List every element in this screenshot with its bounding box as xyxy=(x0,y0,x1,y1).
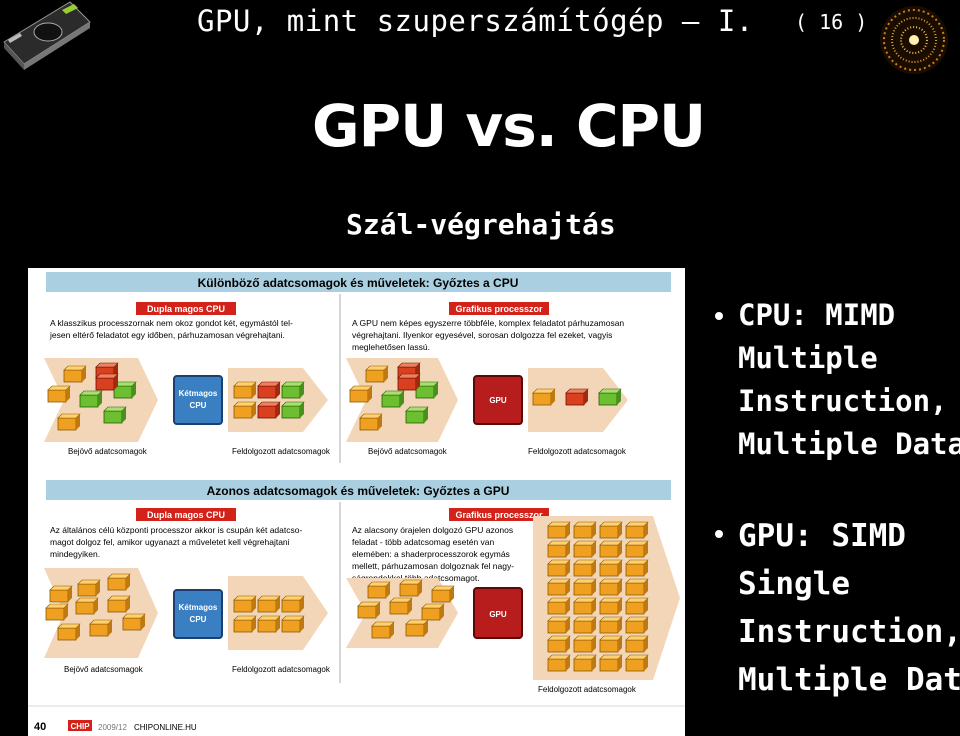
bl-processed: Feldolgozott adatcsomagok xyxy=(232,665,331,674)
processed-box xyxy=(547,597,571,615)
processed-box xyxy=(573,559,597,577)
bullet-1-line-1: CPU: MIMD xyxy=(738,298,896,332)
bullet-dot-icon xyxy=(715,312,723,320)
processed-box xyxy=(599,635,623,653)
br-text-3: elemében: a shaderprocesszorok egymás xyxy=(352,549,510,559)
br-processed: Feldolgozott adatcsomagok xyxy=(538,685,637,694)
br-text-2: feladat - több adatcsomag esetén van xyxy=(352,537,495,547)
footer-issue: 2009/12 xyxy=(98,723,127,732)
cpu-gpu-illustration: Különböző adatcsomagok és műveletek: Győ… xyxy=(28,268,685,736)
processed-box xyxy=(625,635,649,653)
br-header: Grafikus processzor xyxy=(455,510,543,520)
processed-box xyxy=(625,521,649,539)
processed-box xyxy=(625,616,649,634)
bullet-2-line-1: GPU: SIMD xyxy=(738,518,906,554)
processed-box xyxy=(599,521,623,539)
bullet-1-line-2: Multiple xyxy=(738,341,878,375)
processed-box xyxy=(599,616,623,634)
processed-box xyxy=(547,521,571,539)
processed-box xyxy=(573,540,597,558)
tr-processed: Feldolgozott adatcsomagok xyxy=(528,447,627,456)
processed-box xyxy=(625,540,649,558)
processed-box xyxy=(547,654,571,672)
processed-box xyxy=(547,616,571,634)
tl-processed: Feldolgozott adatcsomagok xyxy=(232,447,331,456)
bl-text-2: magot dolgoz fel, amikor ugyanazt a műve… xyxy=(50,537,290,547)
bullet-1-line-3: Instruction, xyxy=(738,384,948,418)
processed-box xyxy=(573,654,597,672)
processed-box xyxy=(625,597,649,615)
br-text-1: Az alacsony órajelen dolgozó GPU azonos xyxy=(352,525,513,535)
graphics-card-icon xyxy=(3,1,91,70)
bullet-2-line-3: Instruction, xyxy=(738,614,960,650)
footer-site: CHIPONLINE.HU xyxy=(134,723,197,732)
bullet-2-line-4: Multiple Data xyxy=(738,662,960,698)
page-number: ( 16 ) xyxy=(795,10,868,34)
processed-box xyxy=(599,578,623,596)
slide-subtitle: Szál-végrehajtás xyxy=(346,208,616,241)
br-chip: GPU xyxy=(489,610,507,619)
processed-box xyxy=(599,559,623,577)
bl-chip-line2: CPU xyxy=(190,615,207,624)
tr-text-1: A GPU nem képes egyszerre többféle, komp… xyxy=(352,318,624,328)
bottom-banner-text: Azonos adatcsomagok és műveletek: Győzte… xyxy=(207,484,510,498)
header-title: GPU, mint szuperszámítógép — I. xyxy=(197,4,754,38)
bullet-dot-icon xyxy=(715,530,723,538)
tl-header: Dupla magos CPU xyxy=(147,304,225,314)
tr-incoming: Bejövő adatcsomagok xyxy=(368,447,448,456)
processed-box xyxy=(547,578,571,596)
processed-box xyxy=(599,597,623,615)
bl-text-1: Az általános célú központi processzor ak… xyxy=(50,525,302,535)
tl-chip-line2: CPU xyxy=(190,401,207,410)
processed-box xyxy=(547,559,571,577)
tr-text-3: meglehetősen lassú. xyxy=(352,342,430,352)
processed-box xyxy=(625,578,649,596)
processed-box xyxy=(573,616,597,634)
tl-text-2: jesen eltérő feladatot egy időben, párhu… xyxy=(49,330,285,340)
bl-text-3: mindegyiken. xyxy=(50,549,100,559)
slide-title: GPU vs. CPU xyxy=(312,92,706,160)
tl-text-1: A klasszikus processzornak nem okoz gond… xyxy=(50,318,293,328)
processed-box xyxy=(599,540,623,558)
processed-box xyxy=(573,578,597,596)
tr-chip: GPU xyxy=(489,396,507,405)
processed-box xyxy=(625,559,649,577)
processed-box xyxy=(573,521,597,539)
bullet-1-line-4: Multiple Data xyxy=(738,427,960,461)
tr-text-2: végrehajtani. Ilyenkor egyesével, sorosa… xyxy=(352,330,612,340)
tl-chip-line1: Kétmagos xyxy=(179,389,218,398)
top-banner-text: Különböző adatcsomagok és műveletek: Győ… xyxy=(198,276,519,290)
tl-incoming: Bejövő adatcsomagok xyxy=(68,447,148,456)
processed-box xyxy=(547,540,571,558)
bl-incoming: Bejövő adatcsomagok xyxy=(64,665,144,674)
processed-box xyxy=(625,654,649,672)
tr-header: Grafikus processzor xyxy=(455,304,543,314)
processed-box xyxy=(573,597,597,615)
footer-brand: CHIP xyxy=(70,722,90,731)
processed-box xyxy=(599,654,623,672)
br-text-4: mellett, párhuzamosan dolgoznak fel nagy… xyxy=(352,561,514,571)
starburst-logo-icon xyxy=(880,6,948,74)
processed-box xyxy=(547,635,571,653)
bl-chip-line1: Kétmagos xyxy=(179,603,218,612)
footer-page: 40 xyxy=(34,721,46,733)
bullet-2-line-2: Single xyxy=(738,566,850,602)
bl-header: Dupla magos CPU xyxy=(147,510,225,520)
processed-box xyxy=(573,635,597,653)
